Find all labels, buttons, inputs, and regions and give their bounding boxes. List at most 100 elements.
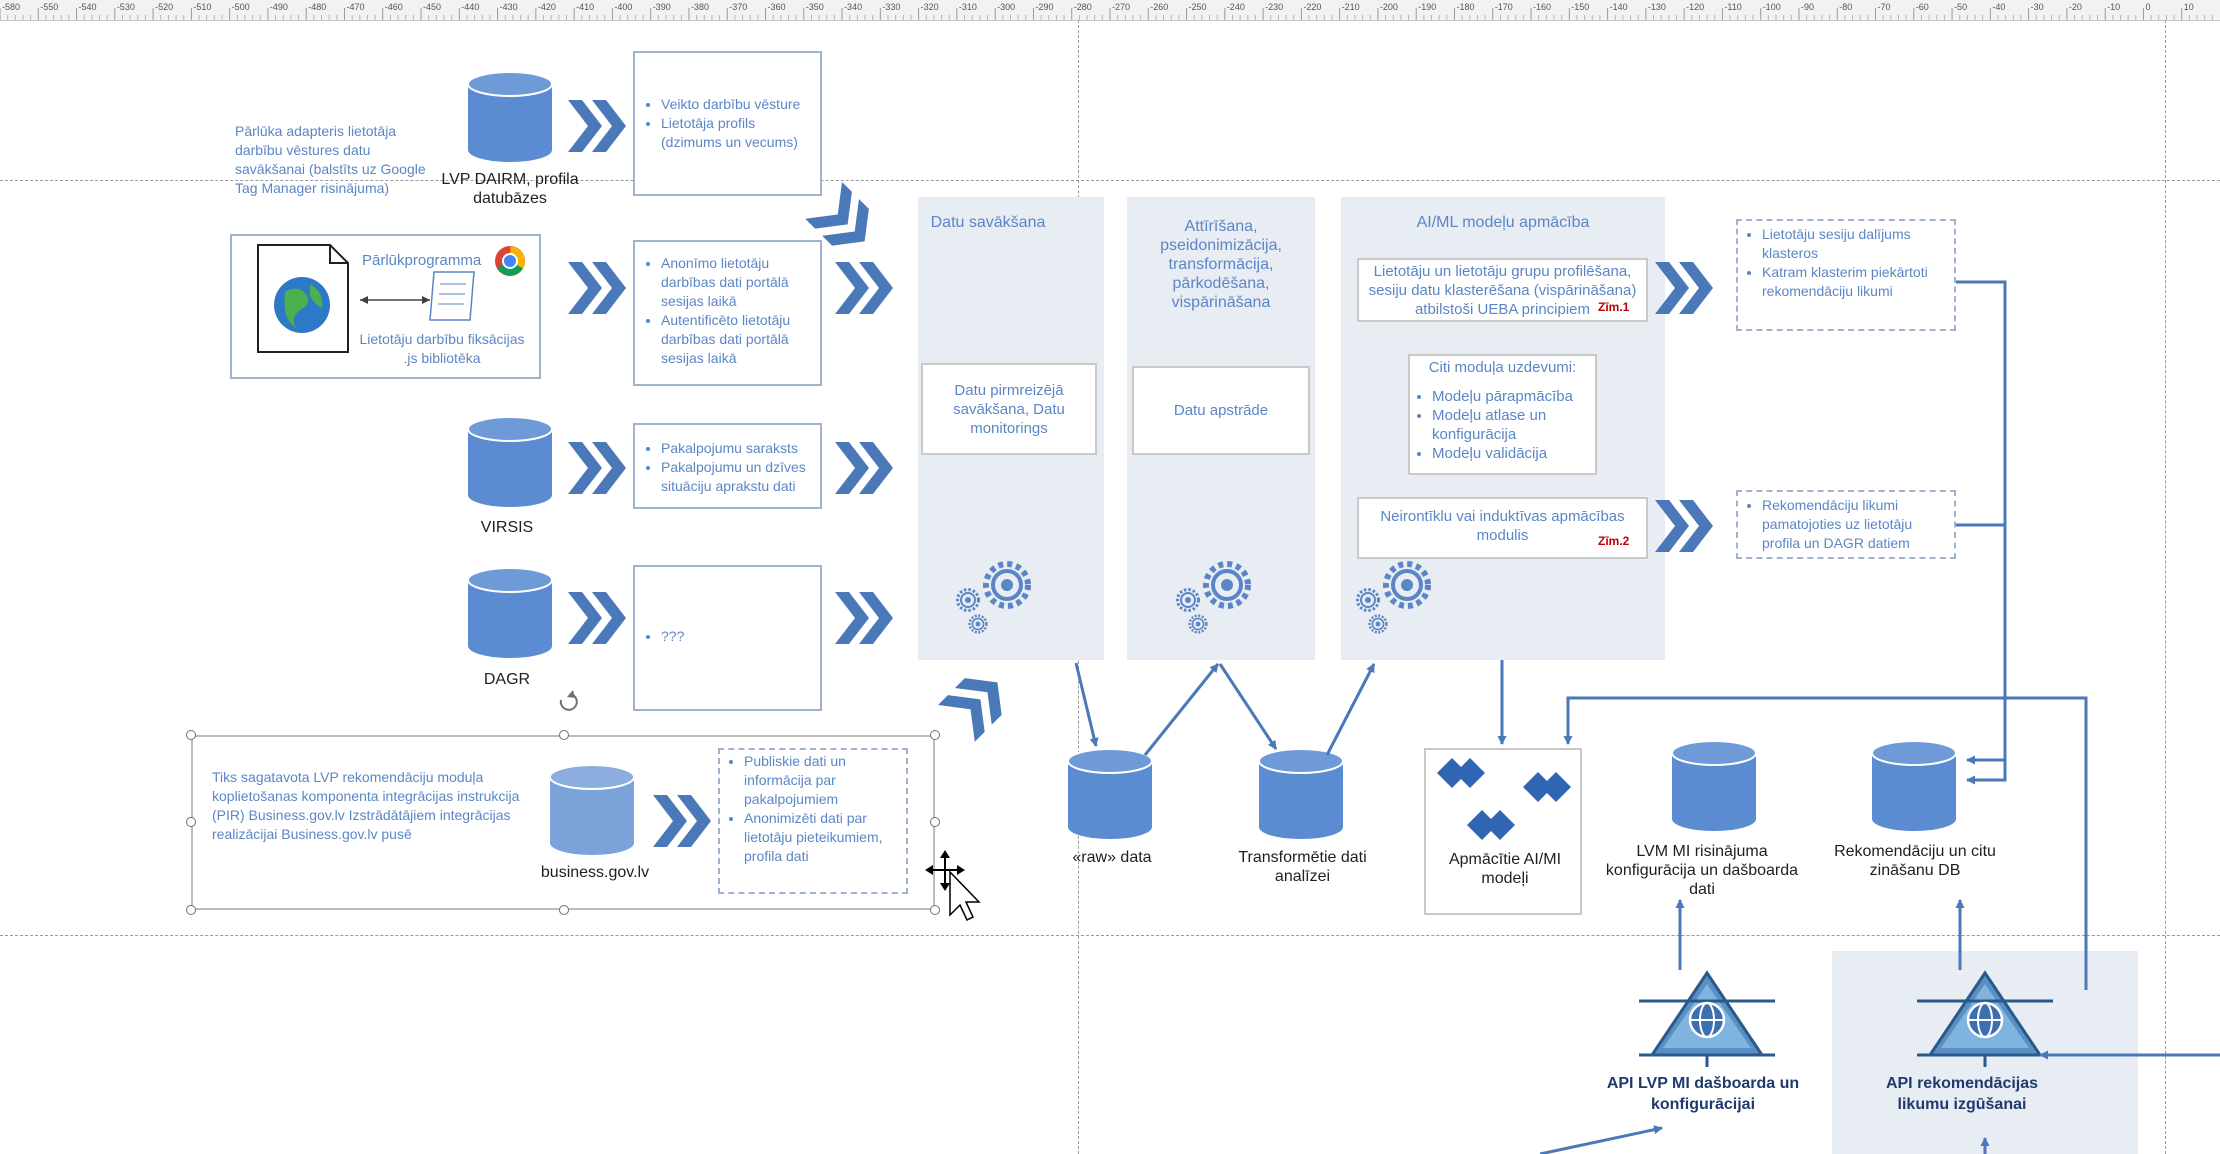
list-item: Anonīmo lietotāju darbības dati portālā … — [661, 254, 814, 311]
database-icon — [1258, 748, 1344, 840]
source-list: Publiskie dati un informācija par pakalp… — [724, 752, 902, 866]
double-chevron-icon — [1655, 500, 1713, 552]
output-rules-box[interactable]: Rekomendāciju likumi pamatojoties uz lie… — [1736, 490, 1956, 559]
double-chevron-icon — [568, 442, 626, 494]
ruler-tick-label: -430 — [500, 2, 518, 12]
db-transformed-label: Transformētie dati analīzei — [1238, 849, 1367, 885]
future-integration-note: Tiks sagatavota LVP rekomendāciju moduļa… — [212, 769, 520, 842]
collect-inner-box[interactable]: Datu pirmreizējā savākšana, Datu monitor… — [921, 363, 1097, 455]
database-icon — [1067, 748, 1153, 840]
ruler-tick-label: -120 — [1686, 2, 1704, 12]
gear-icon — [956, 564, 1029, 634]
source-list: Pakalpojumu sarakstsPakalpojumu un dzīve… — [641, 439, 814, 496]
stage-collect-title: Datu savākšana — [930, 214, 1046, 231]
ruler-tick-label: -440 — [461, 2, 479, 12]
selection-handle[interactable] — [186, 817, 196, 827]
selection-handle[interactable] — [930, 730, 940, 740]
ruler-tick-label: -460 — [385, 2, 403, 12]
ruler-tick-label: -240 — [1227, 2, 1245, 12]
source-box-dagr[interactable]: ??? — [633, 565, 822, 711]
ml-neural-box[interactable]: Neirontīklu vai induktīvas apmācības mod… — [1357, 497, 1648, 559]
ruler-tick-label: -70 — [1878, 2, 1891, 12]
selection-handle[interactable] — [930, 817, 940, 827]
ruler-tick-label: -540 — [79, 2, 97, 12]
script-icon — [429, 271, 475, 321]
api-icon — [1915, 971, 2055, 1069]
list-item: Modeļu pārapmācība — [1432, 387, 1591, 406]
ruler-tick-label: -550 — [40, 2, 58, 12]
diamond-icon — [1437, 758, 1571, 840]
ruler-tick-label: -340 — [844, 2, 862, 12]
source-box-virsis[interactable]: Pakalpojumu sarakstsPakalpojumu un dzīve… — [633, 423, 822, 509]
source-box-activity[interactable]: Anonīmo lietotāju darbības dati portālā … — [633, 240, 822, 386]
ruler-tick-label: -450 — [423, 2, 441, 12]
gear-icon — [1176, 564, 1249, 634]
clean-inner-box[interactable]: Datu apstrāde — [1132, 366, 1310, 455]
api-icon — [1637, 971, 1777, 1069]
selection-handle[interactable] — [559, 905, 569, 915]
list-item: Modeļu validācija — [1432, 444, 1591, 463]
list-item: Autentificēto lietotāju darbības dati po… — [661, 311, 814, 368]
globe-icon — [274, 277, 330, 333]
double-chevron-icon — [805, 182, 884, 260]
ruler-tick-label: -400 — [614, 2, 632, 12]
list-item: Rekomendāciju likumi pamatojoties uz lie… — [1762, 496, 1950, 553]
db-raw-label: «raw» data — [1072, 849, 1152, 866]
models-label: Apmācītie AI/MI modeļi — [1448, 851, 1562, 887]
ruler-tick-label: -40 — [1992, 2, 2005, 12]
ruler-tick-label: -420 — [538, 2, 556, 12]
db-config-label: LVM MI risinājuma konfigurācija un dašbo… — [1605, 843, 1799, 898]
collect-inner-label: Datu pirmreizējā savākšana, Datu monitor… — [953, 381, 1065, 437]
ruler-tick-label: -530 — [117, 2, 135, 12]
double-chevron-icon — [1655, 262, 1713, 314]
ruler-tick-label: -280 — [1074, 2, 1092, 12]
ruler-tick-label: -320 — [921, 2, 939, 12]
api-dashboard-label: API LVP MI dašboarda un konfigurācijai — [1606, 1075, 1800, 1113]
horizontal-ruler[interactable]: -580-550-540-530-520-510-500-490-480-470… — [0, 0, 2220, 21]
ruler-tick-label: -190 — [1418, 2, 1436, 12]
db-dairm-label: LVP DAIRM, profila datubāzes — [441, 171, 579, 207]
collector-note: Pārlūka adapteris lietotāja darbību vēst… — [235, 123, 426, 196]
ml-tasks-box[interactable]: Citi moduļa uzdevumi: Modeļu pārapmācība… — [1408, 354, 1597, 475]
selection-handle[interactable] — [186, 730, 196, 740]
ruler-tick-label: -490 — [270, 2, 288, 12]
output-list: Lietotāju sesiju dalījums klasterosKatra… — [1742, 225, 1950, 301]
ruler-tick-label: -200 — [1380, 2, 1398, 12]
ruler-tick-label: -150 — [1571, 2, 1589, 12]
double-chevron-icon — [835, 442, 893, 494]
chrome-icon — [495, 246, 525, 276]
list-item: Katram klasterim piekārtoti rekomendācij… — [1762, 263, 1950, 301]
double-chevron-icon — [938, 663, 1016, 742]
ml-tasks-list: Modeļu pārapmācībaModeļu atlase un konfi… — [1414, 387, 1591, 463]
selection-handle[interactable] — [559, 730, 569, 740]
double-chevron-icon — [835, 592, 893, 644]
ml-profiling-label: Lietotāju un lietotāju grupu profilēšana… — [1368, 263, 1637, 318]
db-rules-label: Rekomendāciju un citu zināšanu DB — [1834, 843, 1996, 879]
ruler-tick-label: -130 — [1648, 2, 1666, 12]
source-box-business[interactable]: Publiskie dati un informācija par pakalp… — [718, 748, 908, 894]
rotate-handle-icon — [559, 690, 578, 711]
ruler-tick-label: -230 — [1265, 2, 1283, 12]
ruler-tick-label: -30 — [2031, 2, 2044, 12]
db-business-label: business.gov.lv — [540, 864, 650, 881]
ruler-tick-label: -360 — [768, 2, 786, 12]
list-item: Lietotāju sesiju dalījums klasteros — [1762, 225, 1950, 263]
output-clusters-box[interactable]: Lietotāju sesiju dalījums klasterosKatra… — [1736, 219, 1956, 331]
double-chevron-icon — [568, 592, 626, 644]
source-box-dairm[interactable]: Veikto darbību vēstureLietotāja profils … — [633, 51, 822, 196]
page-guide-horizontal — [0, 935, 2220, 936]
stage-clean-title: Attīrīšana, pseidonimizācija, transformā… — [1160, 218, 1282, 311]
clean-inner-label: Datu apstrāde — [1173, 402, 1269, 419]
list-item: Publiskie dati un informācija par pakalp… — [744, 752, 902, 809]
ml-profiling-box[interactable]: Lietotāju un lietotāju grupu profilēšana… — [1357, 258, 1648, 322]
ruler-tick-label: -20 — [2069, 2, 2082, 12]
ruler-tick-label: -270 — [1112, 2, 1130, 12]
selection-handle[interactable] — [186, 905, 196, 915]
ruler-tick-label: -110 — [1724, 2, 1741, 12]
selection-handle[interactable] — [930, 905, 940, 915]
list-item: Pakalpojumu saraksts — [661, 439, 814, 458]
ruler-tick-label: -290 — [1035, 2, 1053, 12]
ml-tasks-title: Citi moduļa uzdevumi: — [1428, 359, 1577, 376]
